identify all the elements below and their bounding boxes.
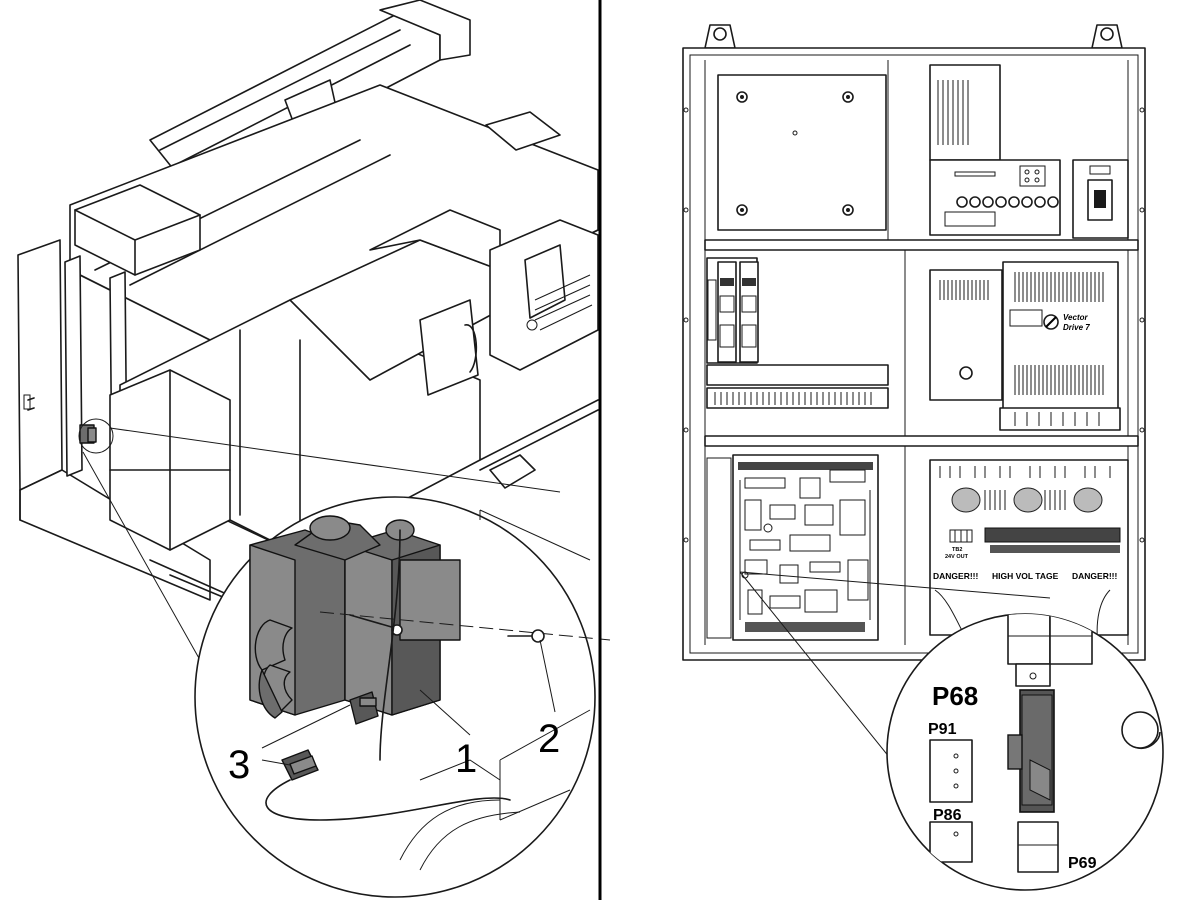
- tb2-label: TB2: [952, 547, 962, 553]
- connector-p69-label: P69: [1068, 855, 1097, 872]
- frame-mount-holes: [683, 107, 1145, 543]
- lifting-eye-right: [1091, 24, 1123, 49]
- terminal-row-top: [956, 196, 1059, 208]
- control-cabinet: Vector Drive 7: [682, 24, 1146, 831]
- vector-drive-terminals: [1014, 412, 1100, 426]
- vector-drive-label-top: Vector: [1063, 313, 1088, 322]
- solenoid-location-marker: [78, 418, 114, 454]
- vector-drive-vent-left: [939, 280, 989, 300]
- connector-detail-view: P68 P91 P86 P69: [886, 613, 1164, 891]
- power-supply-vents: [939, 466, 1111, 478]
- callout-2: 2: [538, 717, 560, 761]
- danger-label-right: DANGER!!!: [1072, 571, 1117, 581]
- servo-amp-details: [707, 278, 757, 348]
- solenoid-detail-view: 1 2 3: [194, 496, 611, 898]
- high-voltage-label: HIGH VOL TAGE: [992, 571, 1059, 581]
- callout-3: 3: [228, 743, 250, 787]
- lathe-illustration: [17, 0, 599, 661]
- fan-grille-top: [937, 80, 969, 145]
- connector-p86-label: P86: [933, 807, 962, 824]
- io-board-components: [738, 462, 873, 632]
- connector-p91-label: P91: [928, 721, 957, 738]
- lifting-eye-left: [704, 24, 736, 49]
- vector-drive-vent-top: [1014, 272, 1104, 395]
- danger-label-left: DANGER!!!: [933, 571, 978, 581]
- callout-1: 1: [455, 737, 477, 781]
- tb2-sublabel: 24V OUT: [945, 554, 969, 560]
- vector-drive-label-bottom: Drive 7: [1063, 323, 1090, 332]
- pendant-keypad: [526, 274, 593, 331]
- connector-p68-label: P68: [932, 681, 978, 711]
- heatsink-fins: [714, 392, 872, 405]
